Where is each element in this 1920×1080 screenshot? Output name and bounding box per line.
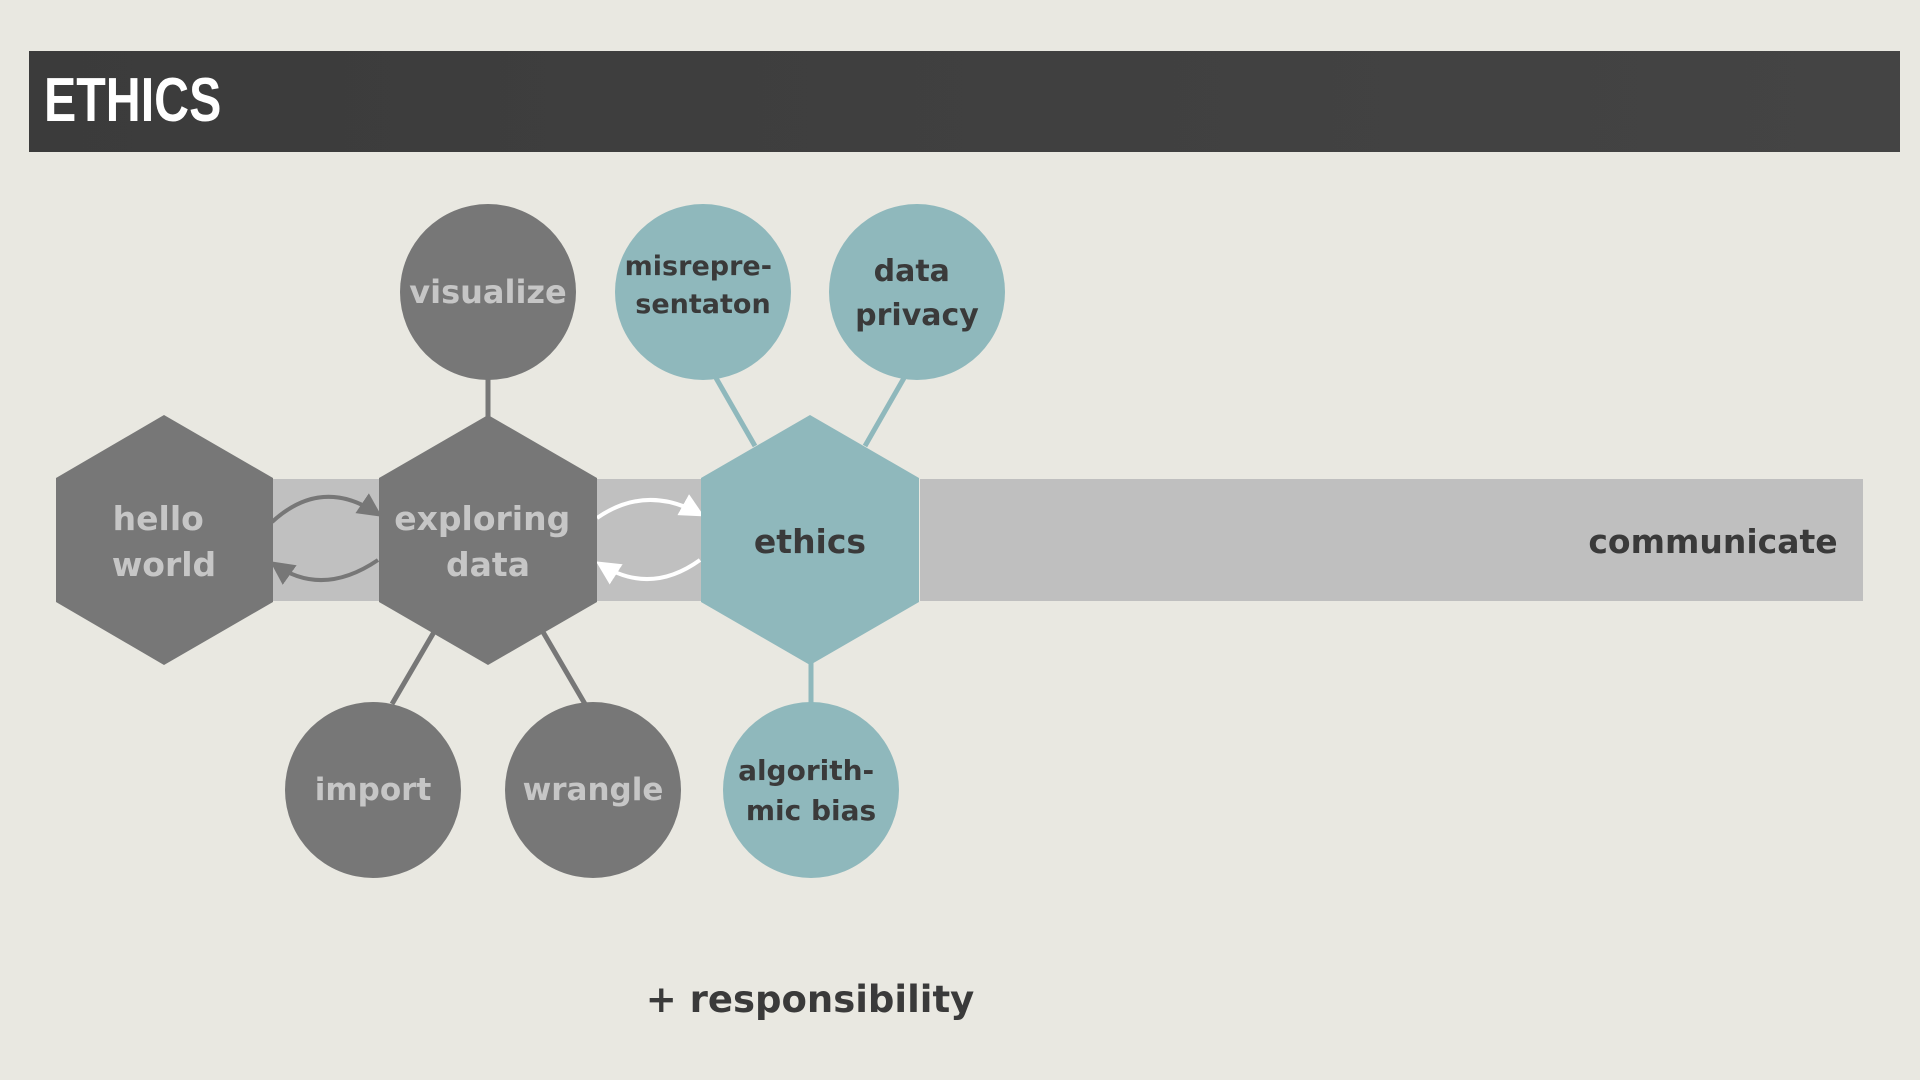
circle-algorithmic-bias bbox=[723, 702, 899, 878]
circle-visualize bbox=[400, 204, 576, 380]
label-misrepresentation: misrepre- sentaton bbox=[625, 251, 782, 320]
circle-import bbox=[285, 702, 461, 878]
hexagon-exploring-data bbox=[379, 415, 597, 665]
header-bar: ETHICS bbox=[29, 51, 1900, 152]
label-wrangle: wrangle bbox=[523, 772, 664, 808]
label-import: import bbox=[315, 772, 432, 808]
connector-wrangle bbox=[540, 630, 588, 706]
footer-text: + responsibility bbox=[645, 978, 975, 1021]
circle-misrepresentation bbox=[615, 204, 791, 380]
communicate-band bbox=[920, 479, 1863, 601]
label-ethics: ethics bbox=[754, 522, 866, 561]
connector-misrepresentation bbox=[713, 376, 758, 448]
arrow-forward-1 bbox=[270, 493, 382, 524]
page-title: ETHICS bbox=[44, 66, 222, 135]
band-segment-middle bbox=[595, 479, 705, 601]
label-hello-world: hello world bbox=[112, 499, 216, 584]
hexagon-hello-world bbox=[56, 415, 273, 665]
circle-data-privacy bbox=[829, 204, 1005, 380]
label-visualize: visualize bbox=[409, 273, 567, 311]
arrow-back-2 bbox=[595, 558, 702, 585]
connector-import bbox=[389, 630, 437, 706]
label-algorithmic-bias: algorith- mic bias bbox=[738, 754, 884, 827]
connector-data-privacy bbox=[862, 376, 907, 448]
circle-wrangle bbox=[505, 702, 681, 878]
arrow-back-1 bbox=[270, 558, 380, 585]
label-exploring-data: exploring data bbox=[394, 499, 581, 584]
label-data-privacy: data privacy bbox=[855, 254, 979, 333]
hexagon-ethics bbox=[701, 415, 919, 665]
arrow-forward-2 bbox=[595, 494, 705, 520]
label-communicate: communicate bbox=[1588, 522, 1837, 561]
